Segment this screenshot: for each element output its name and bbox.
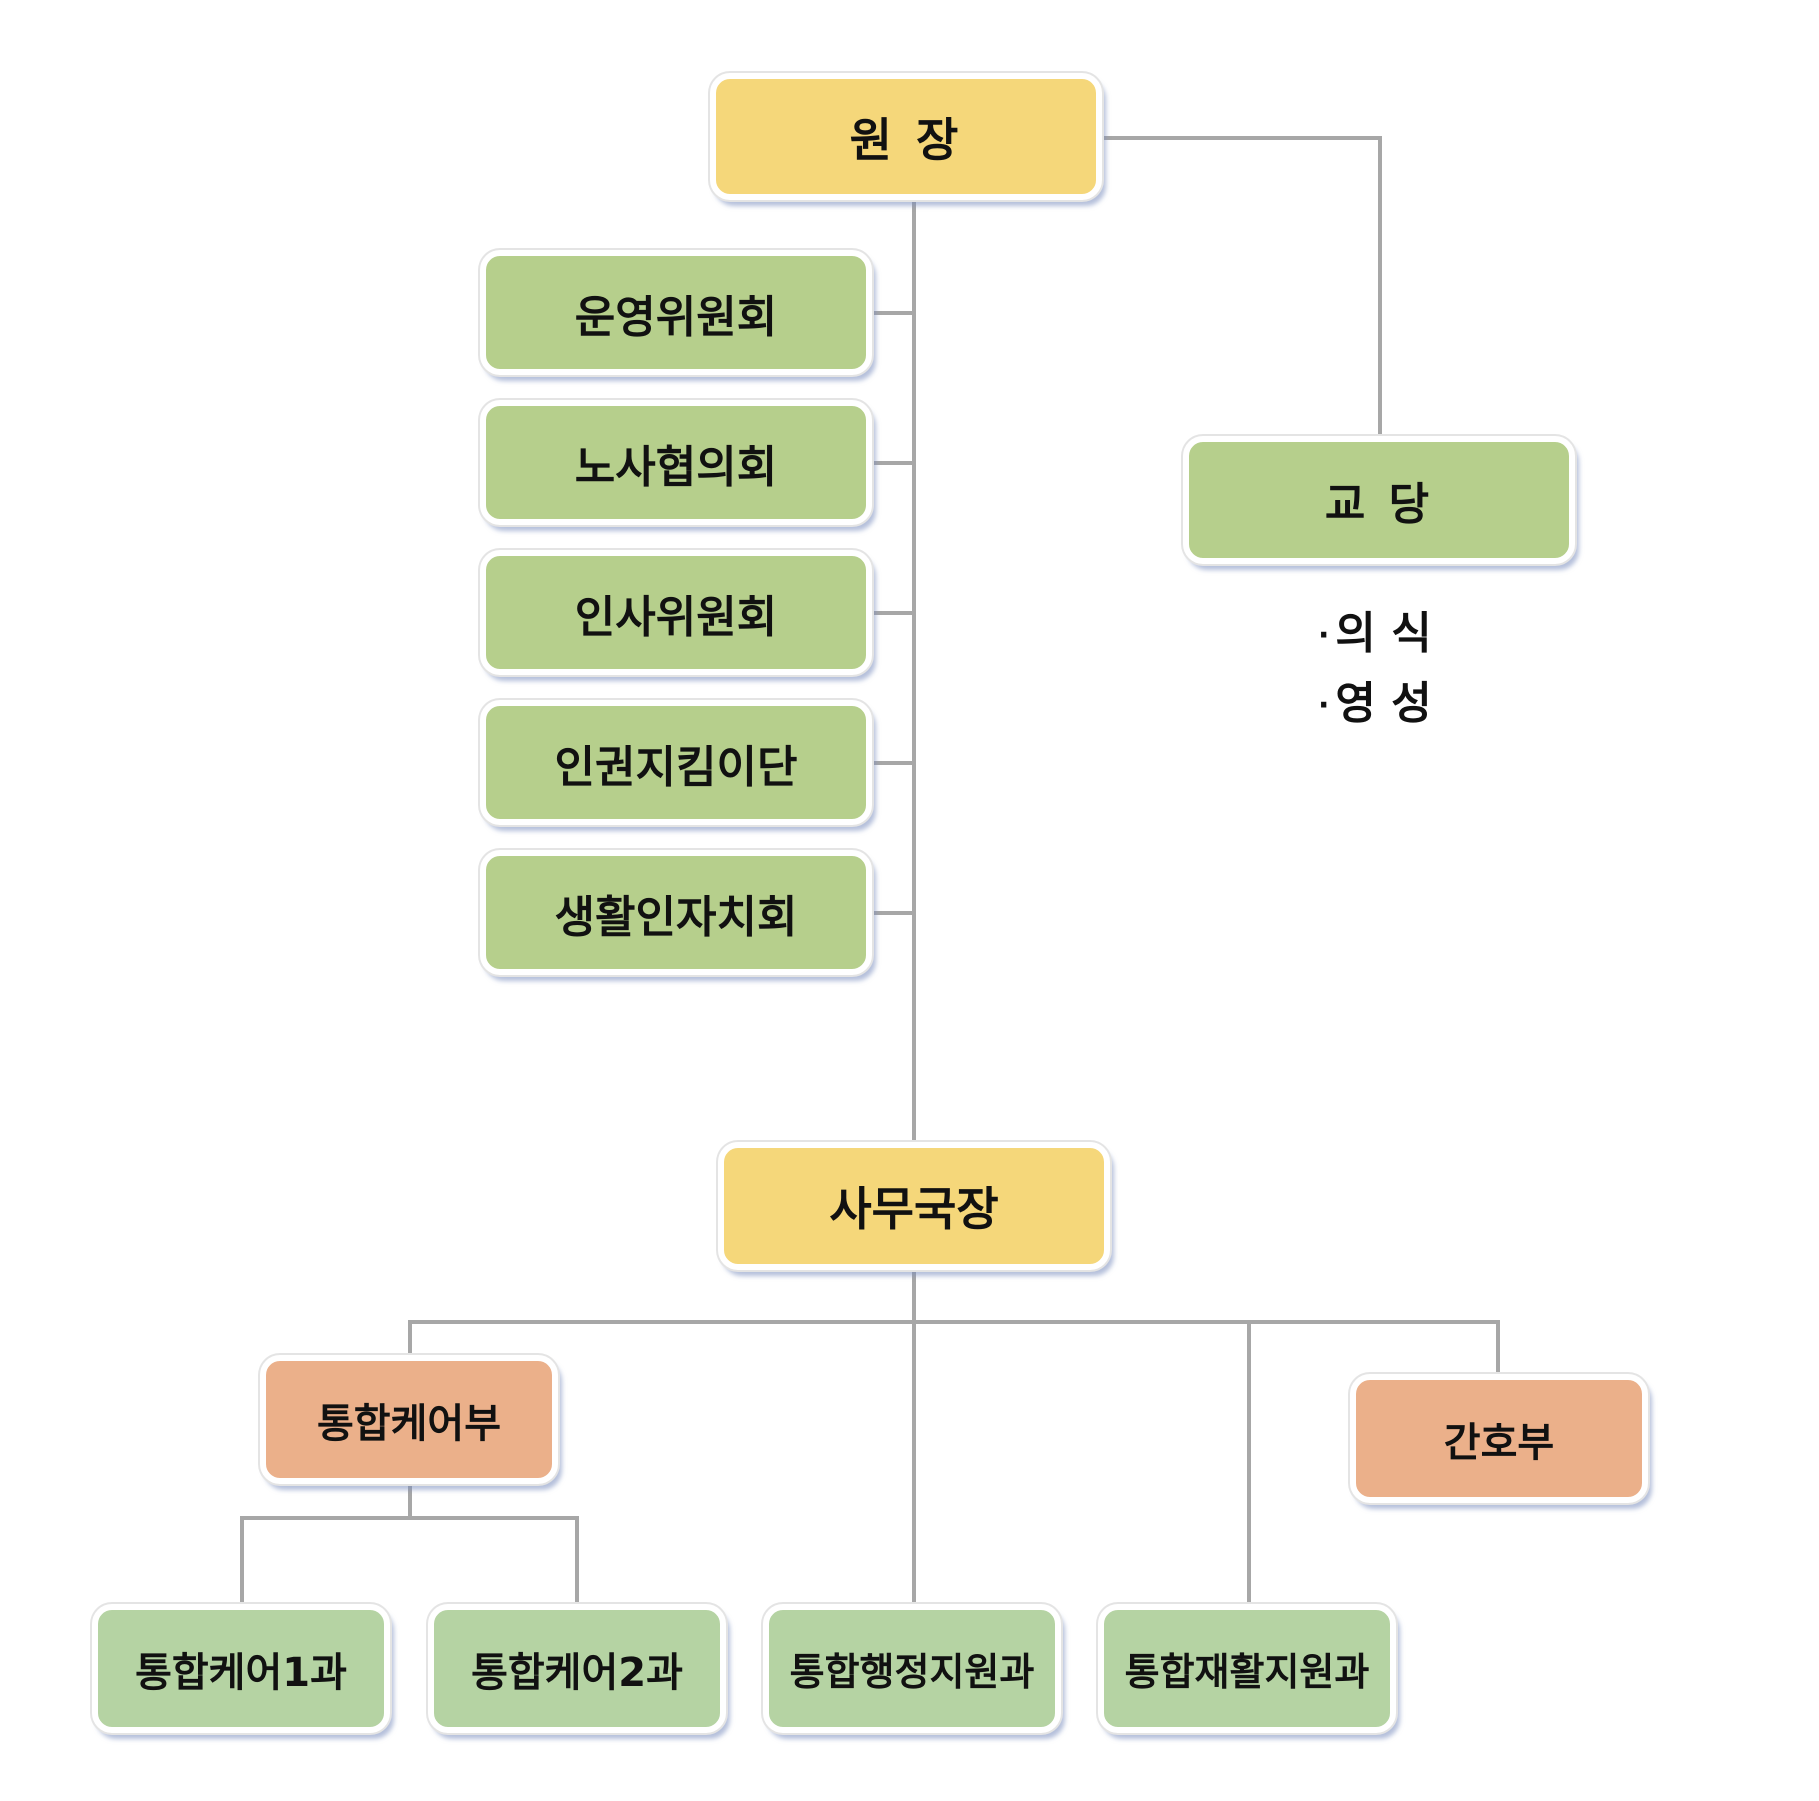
committee-label: 인권지킴이단 <box>554 741 798 793</box>
section-label: 통합케어1과 <box>135 1649 347 1696</box>
bullet: · <box>1318 688 1330 723</box>
bullet: · <box>1318 618 1330 653</box>
nursing-dept-box: 간호부 <box>1350 1374 1648 1503</box>
chaplaincy-box: 교 당 <box>1183 436 1575 564</box>
section-box-care-2: 통합케어2과 <box>428 1604 726 1733</box>
director-label: 원 장 <box>849 112 963 167</box>
committee-label: 생활인자치회 <box>554 891 798 943</box>
section-label: 통합케어2과 <box>471 1649 683 1696</box>
section-box-rehab-support: 통합재활지원과 <box>1098 1604 1396 1733</box>
chaplaincy-label: 교 당 <box>1324 479 1434 530</box>
duty-text: 영 성 <box>1335 678 1432 729</box>
committee-box-labor: 노사협의회 <box>480 400 872 525</box>
committee-label: 인사위원회 <box>574 591 778 643</box>
director-box: 원 장 <box>710 73 1102 200</box>
section-label: 통합행정지원과 <box>789 1650 1035 1694</box>
chaplaincy-duties: ·의 식 ·영 성 <box>1318 600 1432 740</box>
duty-item: ·의 식 <box>1318 600 1432 670</box>
integrated-care-dept-box: 통합케어부 <box>260 1355 558 1484</box>
department-label: 간호부 <box>1443 1419 1555 1466</box>
section-box-care-1: 통합케어1과 <box>92 1604 390 1733</box>
secretary-general-label: 사무국장 <box>829 1182 999 1236</box>
committee-box-operations: 운영위원회 <box>480 250 872 375</box>
duty-item: ·영 성 <box>1318 670 1432 740</box>
section-box-admin-support: 통합행정지원과 <box>763 1604 1061 1733</box>
department-label: 통합케어부 <box>317 1400 501 1447</box>
committee-label: 노사협의회 <box>574 441 778 493</box>
secretary-general-box: 사무국장 <box>718 1142 1110 1270</box>
committee-label: 운영위원회 <box>574 291 778 343</box>
section-label: 통합재활지원과 <box>1124 1650 1370 1694</box>
committee-box-human-rights: 인권지킴이단 <box>480 700 872 825</box>
committee-box-personnel: 인사위원회 <box>480 550 872 675</box>
committee-box-resident-council: 생활인자치회 <box>480 850 872 975</box>
duty-text: 의 식 <box>1335 608 1432 659</box>
